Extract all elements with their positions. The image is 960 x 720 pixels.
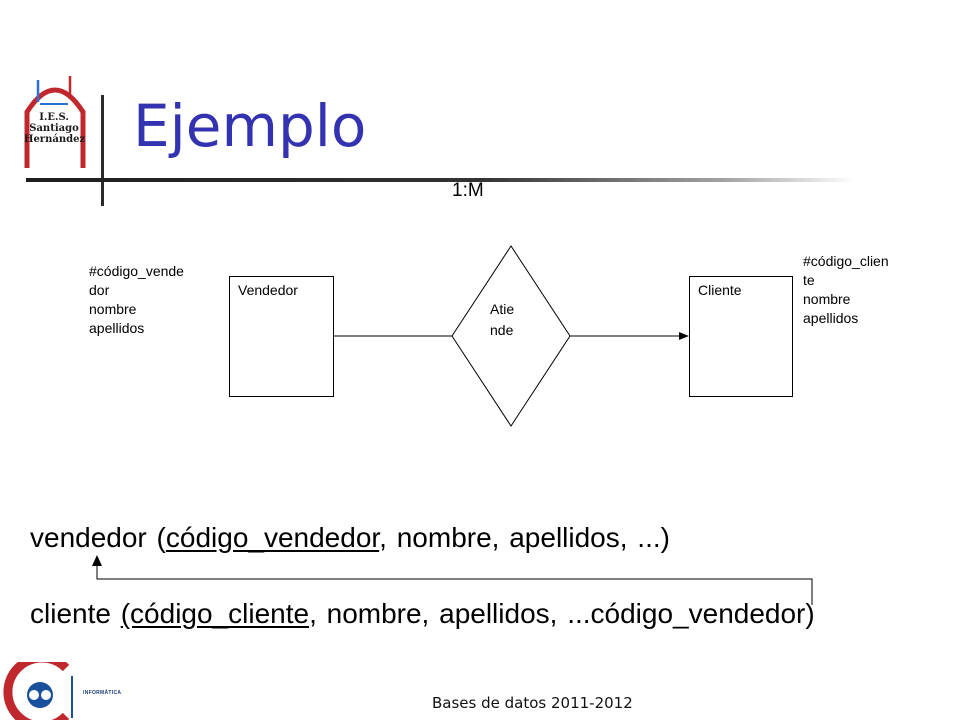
primary-key-vendedor: código_vendedor bbox=[165, 522, 380, 553]
entity-cliente-label: Cliente bbox=[698, 282, 742, 298]
entity-cliente bbox=[689, 276, 793, 397]
foreign-key-arrow bbox=[96, 560, 813, 605]
header-vertical-rule bbox=[101, 95, 104, 206]
cardinality-label: 1:M bbox=[452, 180, 484, 201]
slide-title: Ejemplo bbox=[133, 92, 367, 160]
attribute: #código_vende bbox=[89, 263, 184, 279]
informatica-logo bbox=[3, 662, 73, 720]
relationship-diamond bbox=[451, 245, 571, 427]
cliente-attributes: #código_clien te nombre apellidos bbox=[803, 252, 889, 328]
entity-vendedor bbox=[229, 276, 334, 397]
attribute: apellidos bbox=[89, 320, 145, 336]
entity-vendedor-label: Vendedor bbox=[238, 282, 298, 298]
slide-footer: Bases de datos 2011-2012 bbox=[432, 694, 633, 712]
primary-key-cliente: (código_cliente bbox=[120, 598, 310, 629]
ies-logo bbox=[24, 76, 86, 168]
ies-logo-text: I.E.S. Santiago Hernández bbox=[24, 112, 86, 145]
attribute: nombre bbox=[89, 301, 137, 317]
schema-vendedor: vendedor (código_vendedor, nombre, apell… bbox=[30, 522, 670, 553]
attribute: nombre bbox=[803, 291, 851, 307]
vendedor-attributes: #código_vende dor nombre apellidos bbox=[89, 262, 184, 338]
attribute: te bbox=[803, 272, 815, 288]
schema-cliente: cliente (código_cliente, nombre, apellid… bbox=[30, 598, 815, 629]
relationship-label: Atie nde bbox=[490, 301, 515, 338]
header-horizontal-rule bbox=[26, 178, 856, 182]
attribute: #código_clien bbox=[803, 253, 889, 269]
informatica-logo-text: INFORMÁTICA bbox=[83, 690, 122, 696]
attribute: dor bbox=[89, 282, 110, 298]
attribute: apellidos bbox=[803, 310, 859, 326]
